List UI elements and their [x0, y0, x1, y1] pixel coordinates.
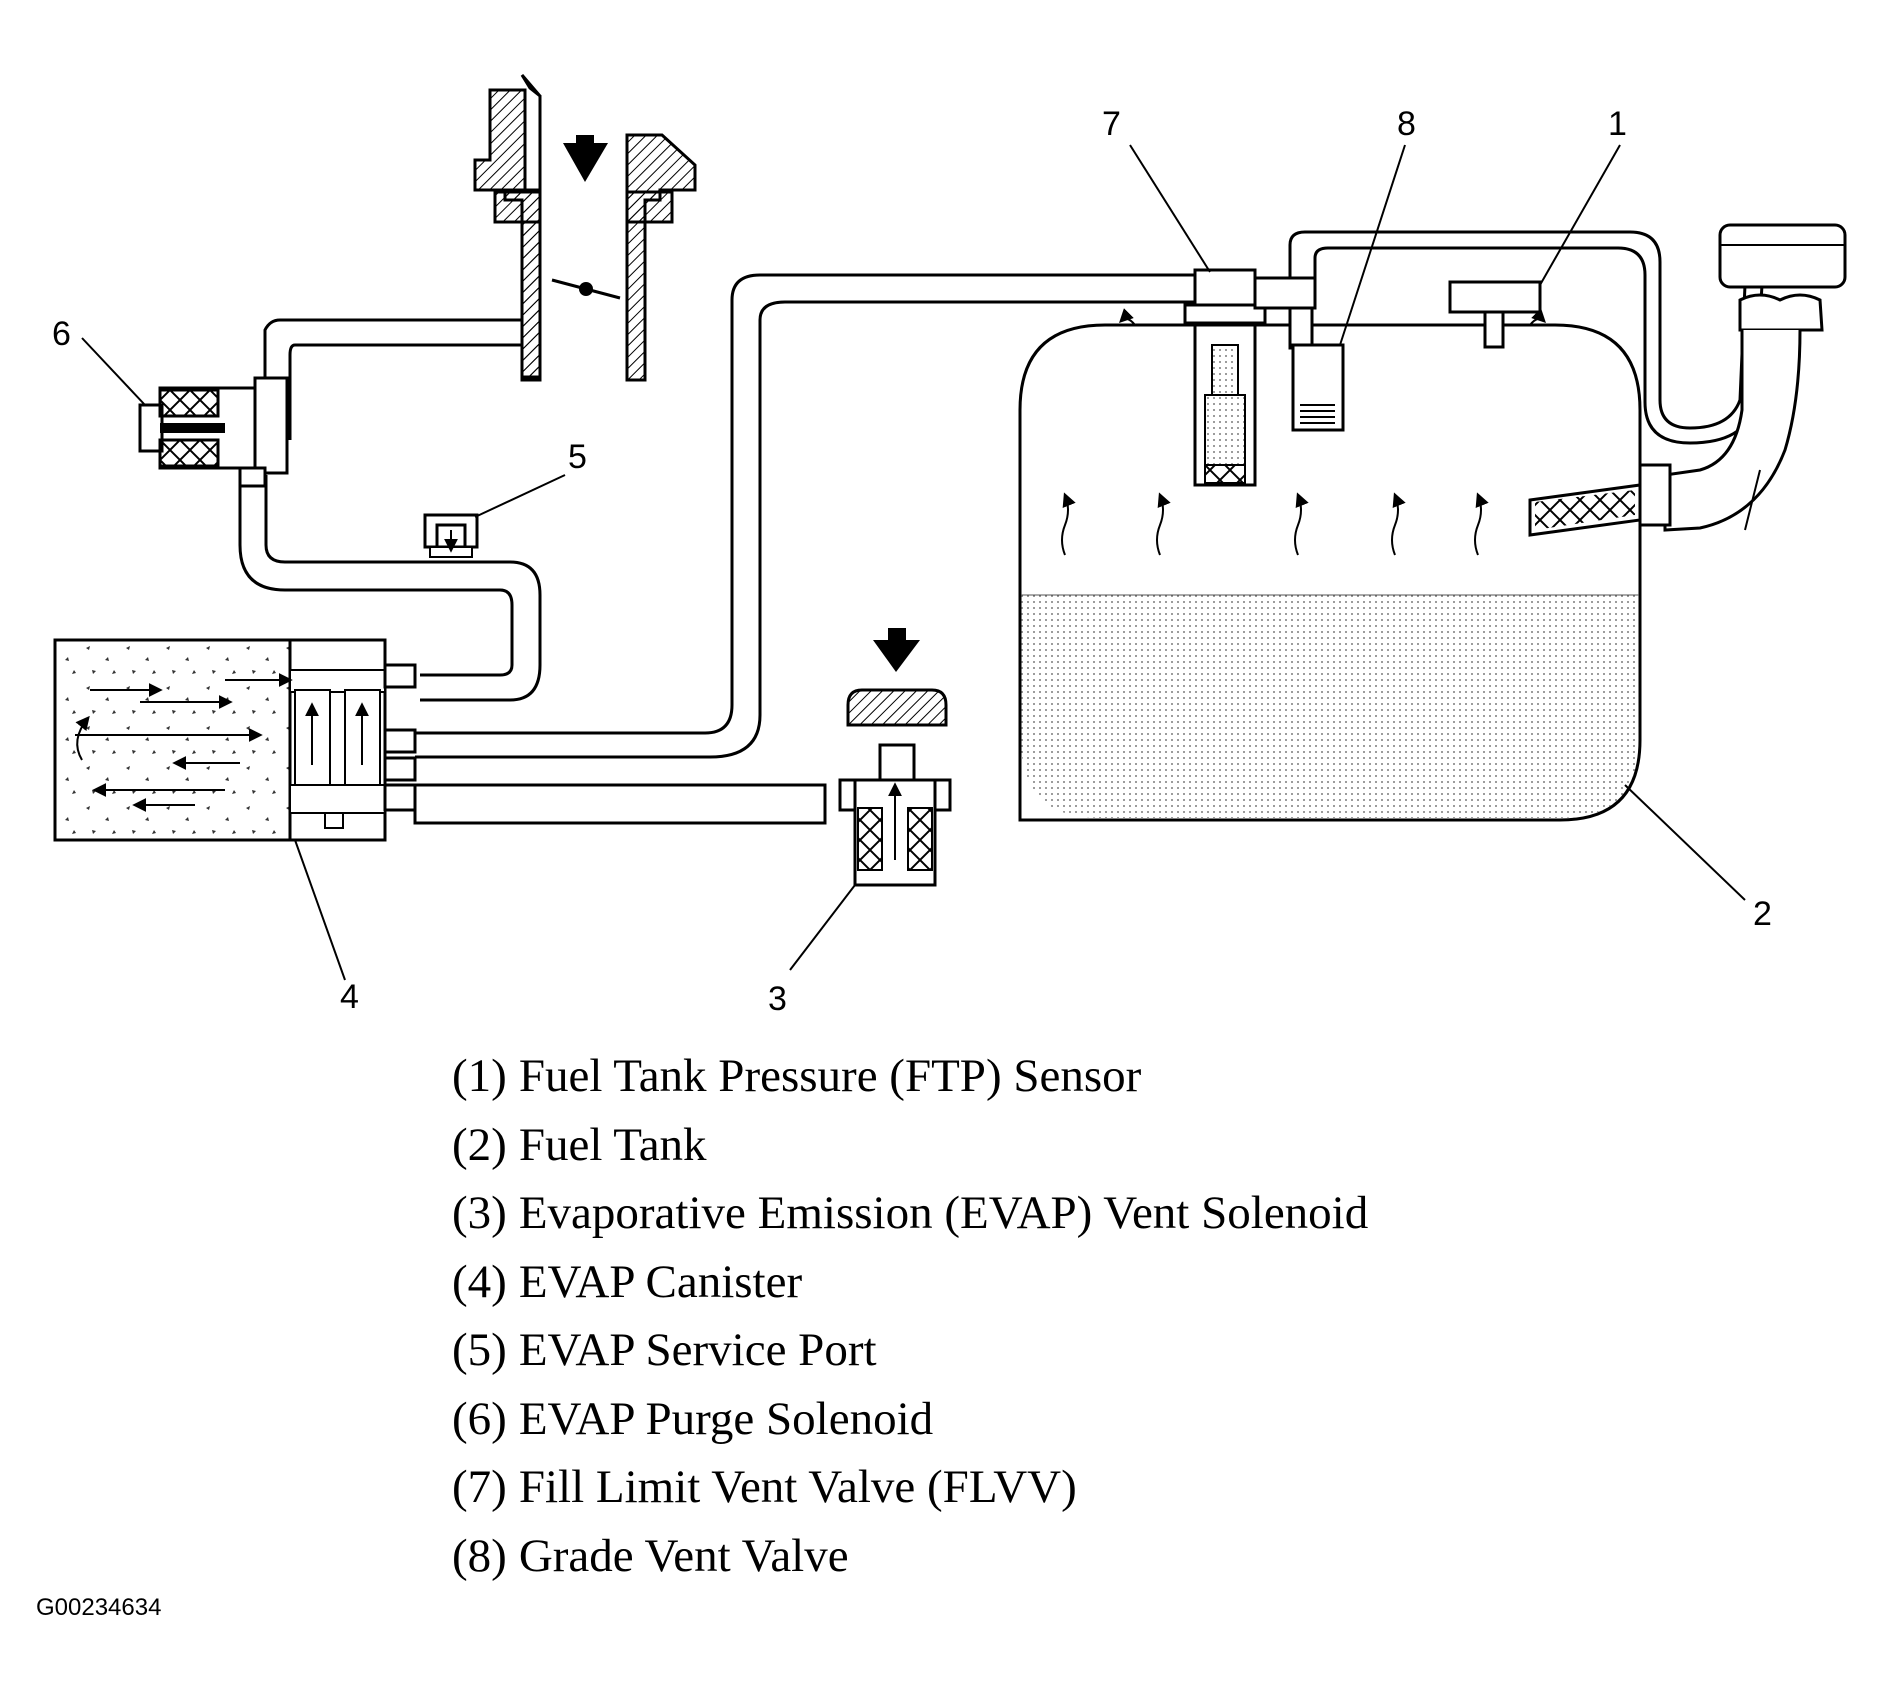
callout-7: 7 [1102, 105, 1121, 143]
callout-leaders [81, 144, 1746, 981]
legend-item: (6)EVAP Purge Solenoid [452, 1392, 934, 1445]
evap-canister [53, 638, 417, 842]
legend-item: (2)Fuel Tank [452, 1118, 707, 1171]
fresh-air-line [413, 783, 827, 825]
throttle-body [473, 74, 697, 382]
service-hose [238, 475, 542, 702]
fill-limit-vent-valve [1183, 268, 1267, 487]
fuel-tank-pressure-sensor [1448, 280, 1542, 349]
legend: (1)Fuel Tank Pressure (FTP) Sensor (2)Fu… [452, 1047, 1368, 1595]
legend-item: (3)Evaporative Emission (EVAP) Vent Sole… [452, 1187, 1369, 1239]
down-arrow-icon [873, 640, 920, 672]
callout-1: 1 [1608, 105, 1627, 143]
legend-item: (1)Fuel Tank Pressure (FTP) Sensor [452, 1050, 1142, 1102]
grade-vent-valve [1253, 276, 1345, 432]
callout-2: 2 [1753, 895, 1772, 933]
recirculation-tube [1288, 230, 1764, 445]
fuel-tank [1018, 308, 1642, 822]
evap-service-port [423, 513, 479, 558]
evap-system-diagram: 1 2 3 4 5 6 7 8 [52, 74, 1847, 1018]
purge-hose [263, 318, 522, 440]
legend-item: (5)EVAP Service Port [452, 1324, 877, 1376]
evap-vent-solenoid [838, 628, 952, 887]
vapor-line [415, 273, 1200, 759]
legend-item: (7)Fill Limit Vent Valve (FLVV) [452, 1461, 1077, 1513]
callout-3: 3 [768, 980, 787, 1018]
down-arrow-icon [563, 143, 608, 182]
legend-item: (4)EVAP Canister [452, 1255, 803, 1308]
legend-item: (8)Grade Vent Valve [452, 1529, 849, 1582]
figure-id: G00234634 [36, 1594, 162, 1621]
callout-5: 5 [568, 438, 587, 476]
evap-purge-solenoid [138, 376, 289, 488]
callout-4: 4 [340, 978, 359, 1016]
callout-6: 6 [52, 315, 71, 353]
callout-8: 8 [1397, 105, 1416, 143]
filler-neck [1528, 223, 1847, 537]
